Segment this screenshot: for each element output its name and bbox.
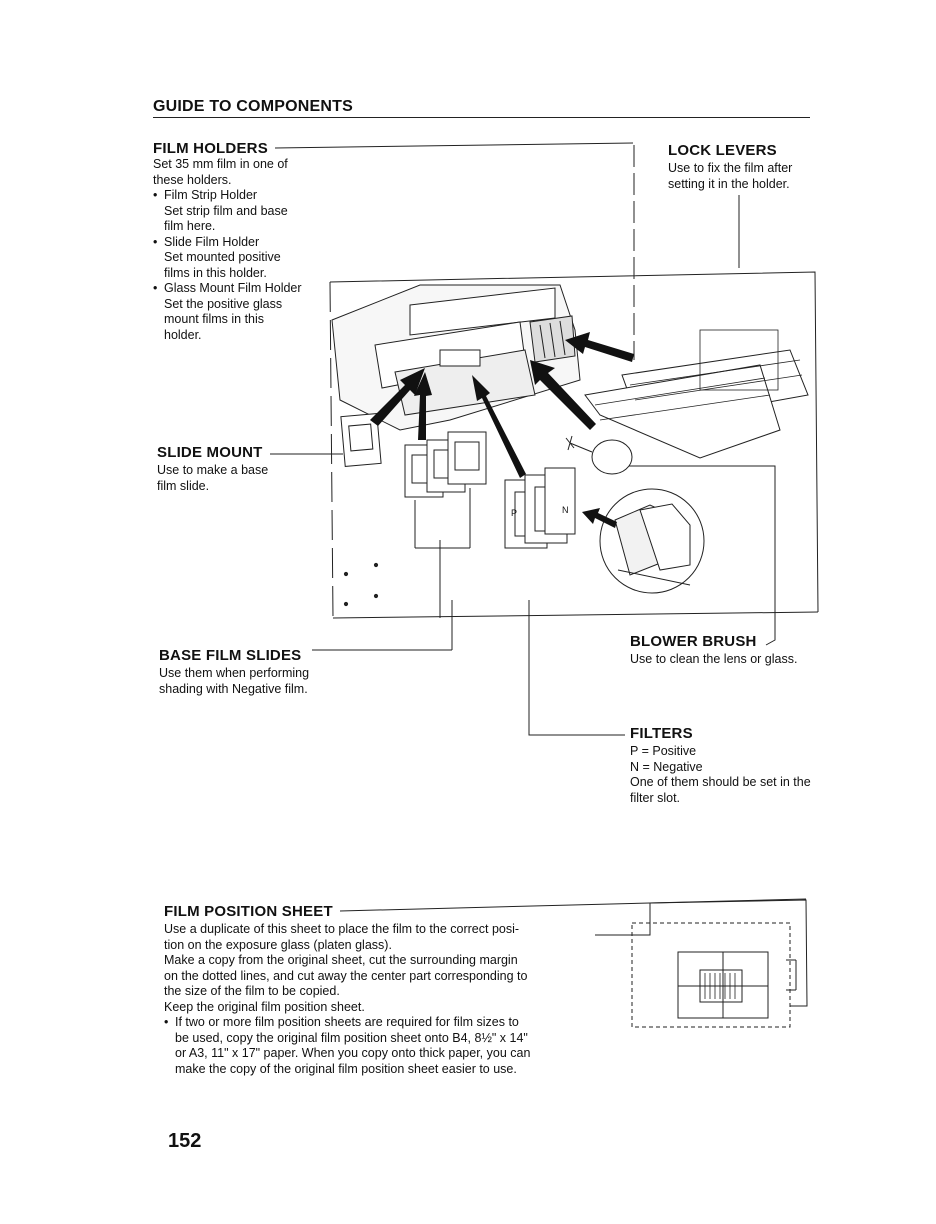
body-line: tion on the exposure glass (platen glass… <box>164 937 392 952</box>
body-line: the size of the film to be copied. <box>164 984 340 998</box>
arrow-base-film <box>414 372 432 440</box>
illustration-frame-top <box>329 271 819 613</box>
arrow-film-strip <box>565 332 634 362</box>
base-film-slides-desc: Use them when performing shading with Ne… <box>159 666 309 697</box>
arrow-filter <box>472 375 526 478</box>
film-holders-heading: FILM HOLDERS <box>153 140 268 157</box>
lock-levers-section: LOCK LEVERS Use to fix the film after se… <box>668 142 792 192</box>
filter-n-label: N <box>562 505 569 515</box>
filters-section: FILTERS P = Positive N = Negative One of… <box>630 725 811 806</box>
bullet-line: If two or more film position sheets are … <box>175 1015 519 1029</box>
film-holders-list: Film Strip Holder Set strip film and bas… <box>153 188 302 343</box>
slide-mount-section: SLIDE MOUNT Use to make a base film slid… <box>157 444 268 494</box>
illustration-frame-left <box>329 281 334 619</box>
base-film-slides-desc-line: shading with Negative film. <box>159 681 308 696</box>
film-holder-name: Film Strip Holder <box>164 188 258 202</box>
film-holder-name: Slide Film Holder <box>164 234 260 249</box>
blower-brush-bulb <box>591 439 633 475</box>
body-line: Use a duplicate of this sheet to place t… <box>164 922 520 936</box>
filters-desc-line: One of them should be set in the <box>630 775 811 789</box>
filters-desc-line: P = Positive <box>630 744 697 758</box>
film-holder-item: Film Strip Holder Set strip film and bas… <box>153 188 302 235</box>
film-holder-desc: film here. <box>164 219 216 233</box>
film-position-sheet-section: FILM POSITION SHEET Use a duplicate of t… <box>164 903 584 1077</box>
film-holders-section: FILM HOLDERS Set 35 mm film in one of th… <box>153 140 302 343</box>
filters-desc: P = Positive N = Negative One of them sh… <box>630 744 811 806</box>
blower-brush-leader <box>600 465 776 646</box>
film-holder-desc: films in this holder. <box>164 265 267 280</box>
bullet-item: If two or more film position sheets are … <box>164 1015 584 1077</box>
filters-desc-line: N = Negative <box>630 759 703 774</box>
arrow-blower <box>530 360 596 430</box>
film-holder-item: Slide Film Holder Set mounted positive f… <box>153 235 302 282</box>
base-film-slides-desc-line: Use them when performing <box>159 666 310 680</box>
slide-mount-desc-line: film slide. <box>157 478 210 493</box>
film-holder-desc: Set the positive glass <box>164 296 283 311</box>
film-holders-intro-line: Set 35 mm film in one of <box>153 157 288 171</box>
film-holder-desc: holder. <box>164 327 202 342</box>
bullet-line: be used, copy the original film position… <box>175 1030 528 1045</box>
base-film-slides-section: BASE FILM SLIDES Use them when performin… <box>159 647 309 697</box>
bullet-line: make the copy of the original film posit… <box>175 1061 517 1076</box>
lock-lever-bracket <box>699 329 779 391</box>
lock-levers-desc-line: Use to fix the film after <box>668 161 793 175</box>
filters-heading: FILTERS <box>630 725 693 742</box>
filters-leader <box>528 600 625 736</box>
lock-levers-desc: Use to fix the film after setting it in … <box>668 161 792 192</box>
arrow-lock-detail <box>582 508 617 528</box>
film-position-sheet-diagram <box>339 898 808 1028</box>
blower-brush-desc-line: Use to clean the lens or glass. <box>630 652 798 666</box>
film-holder-desc: Set strip film and base <box>164 203 288 218</box>
title-rule <box>153 117 810 118</box>
blower-brush-desc: Use to clean the lens or glass. <box>630 652 797 668</box>
base-film-slides-heading: BASE FILM SLIDES <box>159 647 302 664</box>
slide-mount-group <box>340 412 487 549</box>
body-line: on the dotted lines, and cut away the ce… <box>164 968 528 983</box>
illustration-frame-bottom <box>332 611 819 619</box>
slide-mount-desc-line: Use to make a base <box>157 463 269 477</box>
slide-mount-desc: Use to make a base film slide. <box>157 463 268 494</box>
slide-mount-heading: SLIDE MOUNT <box>157 444 263 461</box>
body-line: Keep the original film position sheet. <box>164 999 365 1014</box>
blower-brush-heading: BLOWER BRUSH <box>630 633 757 650</box>
film-holder-name: Glass Mount Film Holder <box>164 281 302 295</box>
filter-p-label: P <box>511 508 518 518</box>
arrow-slide-mount <box>370 368 425 426</box>
blower-brush-section: BLOWER BRUSH Use to clean the lens or gl… <box>630 633 797 668</box>
holder-base <box>394 349 536 416</box>
page-number: 152 <box>168 1130 202 1152</box>
film-holder-item: Glass Mount Film Holder Set the positive… <box>153 281 302 343</box>
holder-opening <box>439 349 481 367</box>
film-holder-desc: mount films in this <box>164 312 265 326</box>
film-position-sheet-body: Use a duplicate of this sheet to place t… <box>164 922 584 1015</box>
film-holders-leader <box>274 142 634 149</box>
bullet-line: or A3, 11" x 17" paper. When you copy on… <box>175 1046 531 1060</box>
filters-group <box>504 467 576 549</box>
page-title: GUIDE TO COMPONENTS <box>153 98 353 115</box>
body-line: Make a copy from the original sheet, cut… <box>164 953 518 967</box>
filters-desc-line: filter slot. <box>630 790 681 805</box>
lock-levers-heading: LOCK LEVERS <box>668 142 777 159</box>
film-position-sheet-bullets: If two or more film position sheets are … <box>164 1015 584 1077</box>
film-holders-intro: Set 35 mm film in one of these holders. <box>153 157 302 188</box>
film-holders-intro-line: these holders. <box>153 172 232 187</box>
film-position-sheet-heading: FILM POSITION SHEET <box>164 903 333 920</box>
base-film-slide-3 <box>447 431 487 485</box>
lock-levers-desc-line: setting it in the holder. <box>668 176 790 191</box>
film-holder-desc: Set mounted positive <box>164 250 281 264</box>
